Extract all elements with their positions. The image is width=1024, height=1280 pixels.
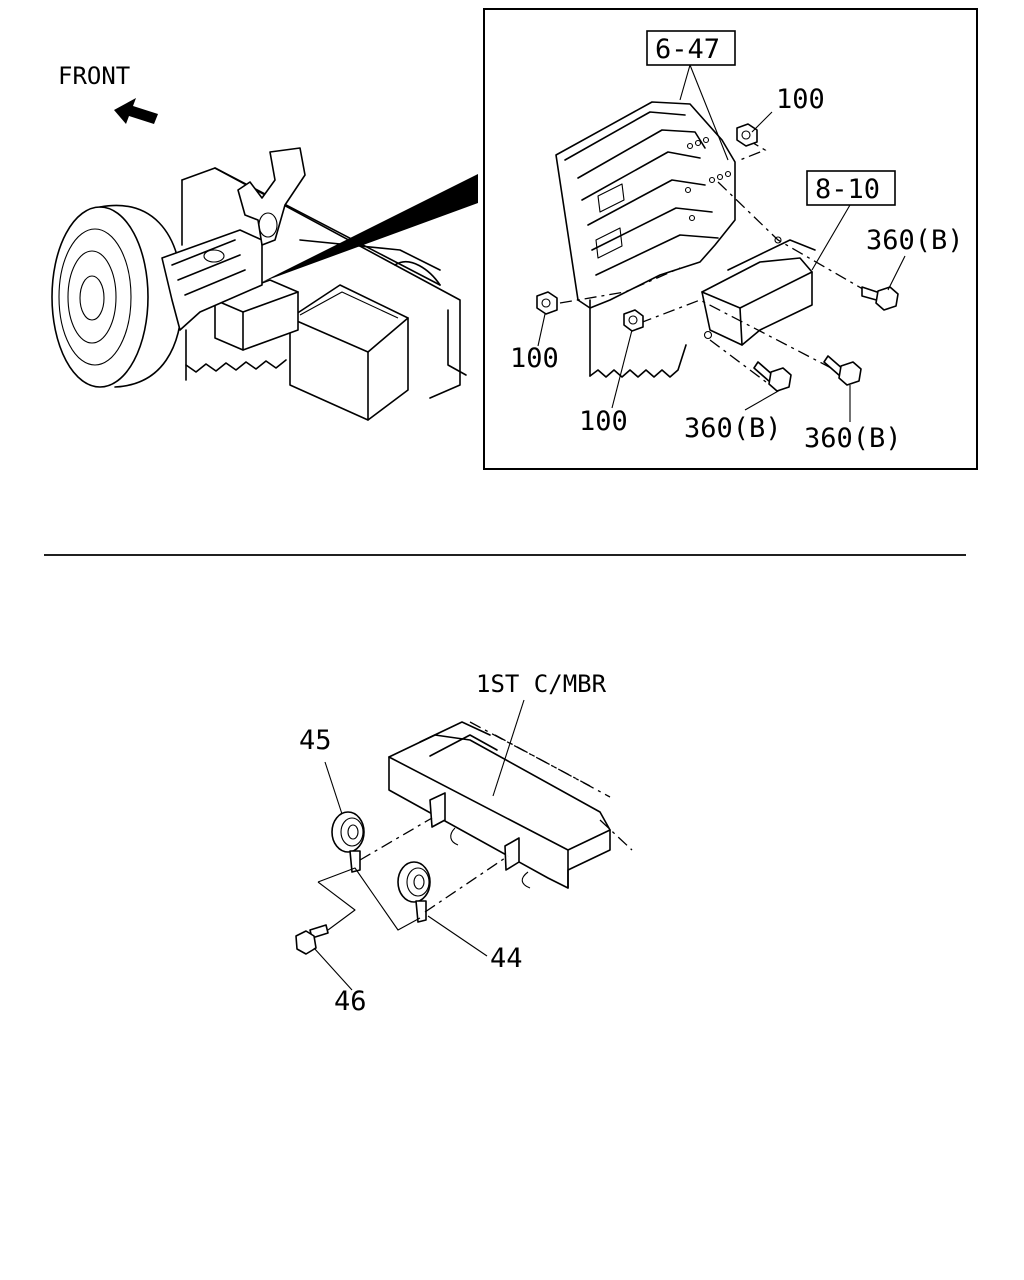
bracket-8-10 xyxy=(701,236,816,346)
battery-carrier-bracket xyxy=(161,229,263,331)
nut-icon-top xyxy=(736,123,758,147)
ref-box-8-10 xyxy=(806,170,896,206)
part-label-45: 45 xyxy=(299,725,332,756)
bolt-icon-lower-right xyxy=(823,355,862,386)
ref-label-8-10: 8-10 xyxy=(815,174,880,205)
bolt-label-360b-lower: 360(B) xyxy=(684,413,782,444)
overview-illustration: FRONT xyxy=(51,62,478,421)
bolt-icon-46 xyxy=(295,924,329,955)
battery-box xyxy=(289,284,409,421)
nut-label-100-left: 100 xyxy=(510,343,559,374)
ref-label-6-47: 6-47 xyxy=(655,34,720,65)
bolt-icon-right xyxy=(861,286,899,311)
front-label: FRONT xyxy=(58,62,130,90)
part-label-44: 44 xyxy=(490,943,523,974)
part-label-46: 46 xyxy=(334,986,367,1017)
crossmember-stub xyxy=(214,279,299,351)
nut-label-100-middle: 100 xyxy=(579,406,628,437)
horn-icon-45 xyxy=(331,811,365,873)
bolt-label-360b-lower-right: 360(B) xyxy=(804,423,902,454)
wheel-icon xyxy=(51,204,183,388)
battery-carrier-detail xyxy=(555,101,736,309)
frame-break-line xyxy=(185,359,287,373)
nut-icon-left xyxy=(536,291,558,315)
detail-inset: 6-47 8-10 100 100 100 360(B) 360(B) 360(… xyxy=(483,8,978,470)
horn-icon-44 xyxy=(397,861,431,923)
member-label: 1ST C/MBR xyxy=(476,670,607,698)
ref-box-6-47 xyxy=(646,30,736,66)
bolt-label-360b-right: 360(B) xyxy=(866,225,964,256)
nut-label-100-top: 100 xyxy=(776,84,825,115)
bolt-icon-lower xyxy=(753,361,792,392)
tow-hook xyxy=(237,147,306,246)
nut-icon-middle xyxy=(623,309,644,332)
front-arrow-icon xyxy=(114,98,158,124)
crossmember-1st xyxy=(388,721,633,889)
horn-assembly-diagram: 1ST C/MBR 45 44 46 xyxy=(295,670,633,1017)
detail-frame xyxy=(483,8,978,470)
detail-pointer xyxy=(262,174,478,282)
